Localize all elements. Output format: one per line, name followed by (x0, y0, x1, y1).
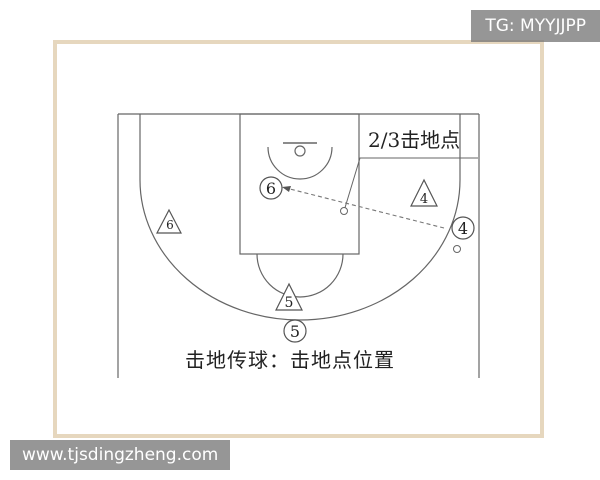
bounce-pass-line (285, 187, 445, 229)
defense-player-6-label: 6 (166, 218, 174, 232)
defense-player-5-label: 5 (285, 295, 294, 311)
offense-player-5-label: 5 (290, 322, 300, 341)
offense-player-5: 5 (283, 319, 307, 343)
restricted-arc (267, 146, 333, 180)
offense-player-4-label: 4 (458, 219, 468, 238)
site-watermark-badge: www.tjsdingzheng.com (10, 440, 231, 470)
tg-watermark-badge: TG: MYYJJPP (471, 10, 600, 42)
defense-player-6: 6 (156, 208, 182, 234)
paint-area (239, 113, 360, 255)
offense-player-4: 4 (451, 216, 475, 240)
basket (294, 145, 306, 157)
pass-arrow-head (282, 186, 291, 192)
ball-marker (453, 245, 461, 253)
bounce-point-marker (340, 207, 348, 215)
defense-player-4-label: 4 (420, 192, 428, 207)
three-point-arc (139, 179, 461, 321)
defense-player-5: 5 (275, 282, 303, 311)
callout-leader-line (343, 157, 478, 212)
offense-player-6: 6 (259, 176, 283, 200)
bounce-point-callout: 2/3击地点 (368, 128, 461, 152)
defense-player-4: 4 (410, 178, 438, 207)
offense-player-6-label: 6 (266, 179, 276, 198)
free-throw-arc (256, 253, 344, 298)
diagram-caption: 击地传球：击地点位置 (185, 348, 395, 372)
